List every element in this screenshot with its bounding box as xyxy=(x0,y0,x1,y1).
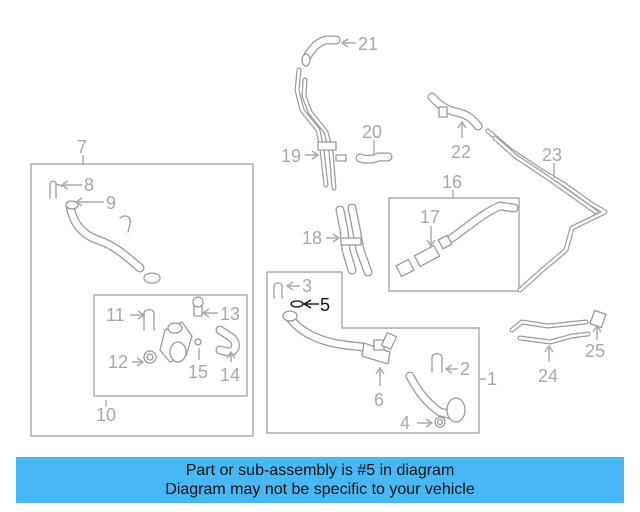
clamp-part-2 xyxy=(431,352,443,373)
callout-25: 25 xyxy=(585,341,605,361)
clamp-part-3 xyxy=(273,282,283,299)
connector-part-25 xyxy=(589,309,607,329)
group-box-1 xyxy=(266,271,480,434)
pipe-part-24 xyxy=(509,319,591,345)
callout-12: 12 xyxy=(108,352,128,372)
callout-21: 21 xyxy=(358,34,378,54)
callout-11: 11 xyxy=(106,305,125,325)
callout-6: 6 xyxy=(374,390,384,410)
callout-15: 15 xyxy=(188,362,208,382)
group-box-16 xyxy=(388,197,520,292)
info-banner: Part or sub-assembly is #5 in diagram Di… xyxy=(16,457,624,503)
hose-part-14 xyxy=(215,325,240,357)
clamp-part-11 xyxy=(143,308,155,331)
callout-2: 2 xyxy=(460,359,470,379)
hose-part-18 xyxy=(335,203,373,277)
hose-part-22 xyxy=(427,92,483,131)
o-ring-part-5 xyxy=(290,300,304,308)
hose-part-21 xyxy=(301,35,341,67)
connector-assembly xyxy=(159,321,193,363)
callout-7: 7 xyxy=(77,137,87,157)
fitting-part-12 xyxy=(143,350,157,364)
valve-part-17 xyxy=(395,201,519,278)
callout-23: 23 xyxy=(542,145,562,165)
leader-lines xyxy=(60,38,602,428)
callout-14: 14 xyxy=(220,365,240,385)
callout-4: 4 xyxy=(400,413,410,433)
pipe-part-23 xyxy=(485,128,608,293)
callout-24: 24 xyxy=(538,366,558,386)
callout-13: 13 xyxy=(220,304,240,324)
tee-part-6 xyxy=(361,331,398,365)
hose-part-1 xyxy=(282,310,466,423)
callout-8: 8 xyxy=(84,175,94,195)
callout-20: 20 xyxy=(362,122,382,142)
callout-22: 22 xyxy=(451,142,471,162)
callout-1: 1 xyxy=(487,369,497,389)
callout-16: 16 xyxy=(442,172,462,192)
callout-19: 19 xyxy=(281,146,301,166)
callout-18: 18 xyxy=(302,228,322,248)
clip-part-15 xyxy=(194,338,202,346)
hose-part-9 xyxy=(65,200,161,284)
callout-17: 17 xyxy=(420,207,440,227)
bolt-part-13 xyxy=(192,296,204,317)
group-box-10 xyxy=(93,294,248,397)
pipe-part-19 xyxy=(294,67,347,191)
clamp-part-8 xyxy=(49,180,63,199)
callout-3: 3 xyxy=(302,276,312,296)
callout-10: 10 xyxy=(96,405,116,425)
banner-line-1: Part or sub-assembly is #5 in diagram xyxy=(185,462,455,479)
clamp-part-4 xyxy=(434,416,446,428)
callouts: 1 2 3 4 5 6 7 8 9 10 11 12 13 14 15 16 1… xyxy=(77,34,605,433)
banner-line-2: Diagram may not be specific to your vehi… xyxy=(165,481,475,498)
callout-9: 9 xyxy=(106,193,116,213)
group-box-7 xyxy=(30,163,254,437)
callout-5-highlighted: 5 xyxy=(320,295,330,315)
hose-part-20 xyxy=(355,152,393,164)
